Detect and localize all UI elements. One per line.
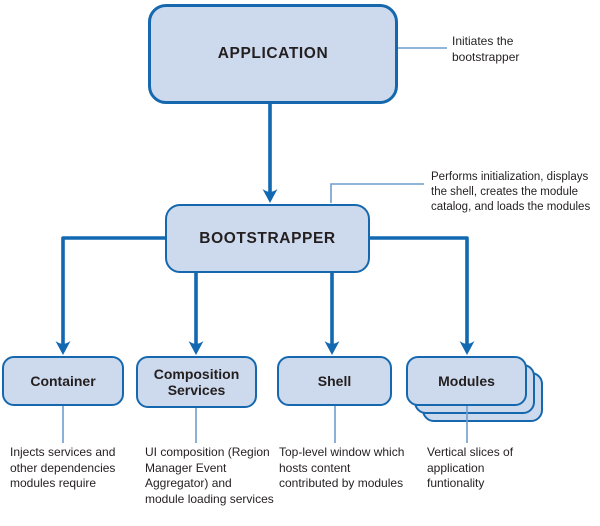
node-application-label: APPLICATION [217, 45, 329, 63]
node-application: APPLICATION [148, 4, 398, 104]
bootstrapper-annotation: Performs initialization, displays the sh… [431, 171, 591, 214]
container-description: Injects services and other dependencies … [10, 445, 116, 490]
composition-services-description: UI composition (Region Manager Event Agg… [145, 445, 274, 506]
shell-description: Top-level window which hosts content con… [279, 445, 405, 490]
node-bootstrapper-label: BOOTSTRAPPER [199, 229, 336, 247]
arrowhead-to-modules [459, 341, 475, 355]
node-container-label: Container [30, 372, 96, 389]
arrowhead-to-shell [324, 341, 340, 355]
node-shell-label: Shell [317, 372, 352, 389]
modules-description: Vertical slices of application funtional… [427, 445, 514, 490]
arrowhead-to-bootstrapper [262, 189, 278, 203]
callout-line-bootstrapper-note [330, 183, 424, 203]
node-modules-label: Modules [438, 372, 495, 389]
arrow-bootstrapper-to-modules [369, 236, 469, 348]
node-composition-services-label: Composition Services [153, 365, 240, 398]
application-annotation: Initiates the bootstrapper [452, 34, 520, 64]
node-bootstrapper: BOOTSTRAPPER [165, 204, 370, 273]
arrowhead-to-container [55, 341, 71, 355]
arrowhead-to-composition [188, 341, 204, 355]
node-container: Container [2, 356, 124, 406]
node-modules: Modules [406, 356, 527, 406]
arrow-bootstrapper-to-container [61, 236, 166, 348]
node-shell: Shell [277, 356, 392, 406]
node-composition-services: Composition Services [136, 356, 257, 408]
